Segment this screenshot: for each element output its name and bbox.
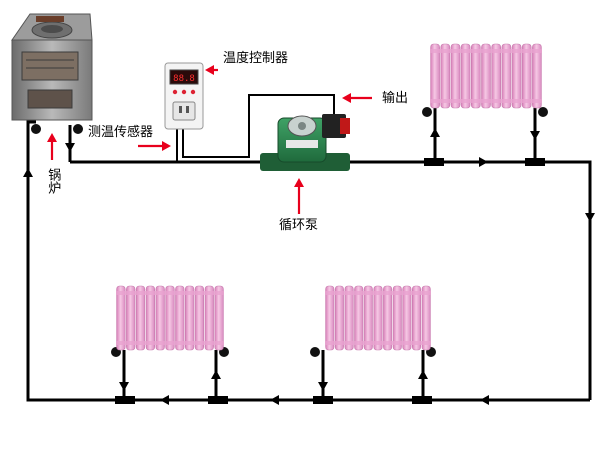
return-pipe bbox=[26, 120, 590, 402]
radiator-fin bbox=[373, 285, 383, 351]
valve-icon bbox=[538, 107, 548, 117]
output-label: 输出 bbox=[382, 91, 409, 106]
controller-button bbox=[181, 89, 187, 95]
radiator-bottom-left bbox=[116, 285, 224, 351]
radiator-fin bbox=[481, 43, 491, 109]
temperature-controller-label: 温度控制器 bbox=[223, 51, 289, 66]
radiator-fin bbox=[175, 285, 185, 351]
flow-arrow-icon bbox=[119, 382, 129, 391]
radiator-fin bbox=[383, 285, 393, 351]
flow-arrow-icon bbox=[430, 128, 440, 137]
radiator-fin bbox=[392, 285, 402, 351]
valve-icon bbox=[310, 347, 320, 357]
boiler-ash-door bbox=[27, 89, 73, 109]
boiler bbox=[11, 13, 93, 121]
radiator-fin bbox=[126, 285, 136, 351]
valve-icon bbox=[422, 107, 432, 117]
radiator-fin bbox=[430, 43, 440, 109]
radiator-fin bbox=[460, 43, 471, 109]
boiler-label: 锅炉 bbox=[45, 168, 61, 194]
pipe-network bbox=[26, 94, 592, 402]
tee-fitting bbox=[525, 158, 545, 166]
radiator-header-bottom bbox=[116, 341, 224, 345]
valves bbox=[31, 107, 548, 357]
callout-arrows bbox=[47, 65, 372, 214]
radiator-fin bbox=[334, 285, 344, 351]
controller-socket bbox=[172, 101, 196, 121]
tee-fitting bbox=[208, 396, 228, 404]
radiator-fin bbox=[116, 285, 126, 351]
valve-icon bbox=[31, 124, 41, 134]
flow-arrow-icon bbox=[585, 213, 595, 222]
temperature-sensor-label: 测温传感器 bbox=[88, 125, 154, 140]
radiator-fin bbox=[501, 43, 512, 109]
radiator-fin bbox=[470, 43, 481, 109]
radiator-fin bbox=[194, 285, 205, 351]
flow-arrow-icon bbox=[418, 370, 428, 379]
radiator-top-right bbox=[430, 43, 542, 109]
radiator-fin bbox=[135, 285, 146, 351]
radiator-fin bbox=[165, 285, 175, 351]
radiator-fin bbox=[155, 285, 165, 351]
controller-button bbox=[172, 89, 178, 95]
flow-arrows bbox=[23, 128, 595, 405]
tee-fitting bbox=[412, 396, 432, 404]
flow-arrow-icon bbox=[530, 131, 540, 140]
radiator-header-top bbox=[430, 49, 542, 53]
flow-arrow-icon bbox=[160, 395, 169, 405]
radiator-fin bbox=[450, 43, 461, 109]
tee-fitting bbox=[313, 396, 333, 404]
radiator-fin bbox=[325, 285, 335, 351]
supply-pipe bbox=[70, 160, 592, 400]
tee-fitting bbox=[115, 396, 135, 404]
radiator-fin bbox=[521, 43, 532, 109]
radiator-fin bbox=[421, 285, 431, 351]
radiator-fin bbox=[145, 285, 156, 351]
flow-arrow-icon bbox=[479, 157, 488, 167]
radiator-fin bbox=[204, 285, 214, 351]
flow-arrow-icon bbox=[480, 395, 489, 405]
radiator-header-top bbox=[325, 291, 431, 295]
temperature-controller: 88.8 bbox=[164, 62, 204, 130]
flow-arrow-icon bbox=[318, 382, 328, 391]
radiator-fin bbox=[363, 285, 373, 351]
radiator-fin bbox=[440, 43, 451, 109]
radiator-bottom-right bbox=[325, 285, 431, 351]
flow-arrow-icon bbox=[270, 395, 279, 405]
radiator-fin bbox=[185, 285, 195, 351]
valve-icon bbox=[73, 124, 83, 134]
controller-display-text: 88.8 bbox=[173, 74, 195, 84]
radiator-fin bbox=[511, 43, 522, 109]
flow-arrow-icon bbox=[23, 168, 33, 177]
radiator-fin bbox=[411, 285, 421, 351]
pipe-joints bbox=[115, 157, 545, 404]
radiator-fin bbox=[354, 285, 364, 351]
radiator-fin bbox=[344, 285, 354, 351]
flow-arrow-icon bbox=[211, 370, 221, 379]
tee-fitting bbox=[424, 158, 444, 166]
radiator-fin bbox=[214, 285, 224, 351]
controller-button bbox=[190, 89, 196, 95]
controller-wire bbox=[182, 94, 335, 158]
flow-arrow-icon bbox=[65, 143, 75, 152]
boiler-door bbox=[21, 51, 79, 81]
radiator-fin bbox=[402, 285, 412, 351]
radiator-header-top bbox=[116, 291, 224, 295]
pump-label bbox=[286, 140, 318, 148]
controller-display bbox=[169, 69, 199, 85]
radiator-header-bottom bbox=[325, 341, 431, 345]
circulation-pump bbox=[260, 114, 350, 171]
radiator-fin bbox=[532, 43, 542, 109]
radiator-fin bbox=[491, 43, 502, 109]
circulation-pump-label: 循环泵 bbox=[279, 218, 319, 233]
radiator-header-bottom bbox=[430, 99, 542, 103]
radiators bbox=[116, 43, 542, 351]
